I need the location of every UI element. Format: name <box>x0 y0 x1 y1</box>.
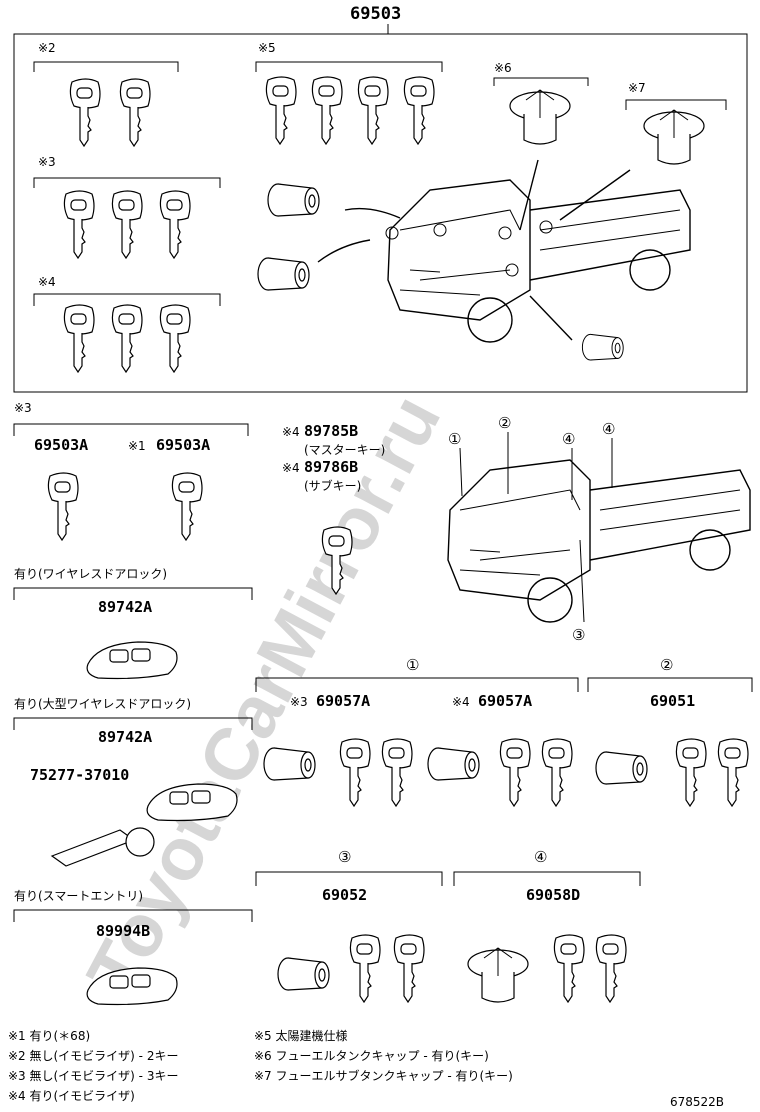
key-69503A-alt: 69503A <box>156 436 210 454</box>
note-6: ※6 フューエルタンクキャップ - 有り(キー) <box>254 1049 489 1063</box>
set-1-mark-b: ※4 <box>452 695 470 709</box>
group-mark-2: ※2 <box>38 41 56 55</box>
set-4-part: 69058D <box>526 886 580 904</box>
set-1-circle: ① <box>406 656 419 674</box>
top-part-number: 69503 <box>350 4 401 24</box>
sub-part: 89786B <box>304 458 358 476</box>
sub-desc: (サブキー) <box>304 478 361 493</box>
diagram-code: 678522B <box>670 1095 724 1109</box>
callout-1: ① <box>448 430 461 448</box>
wireless-remote <box>86 641 178 680</box>
group-mark-4: ※4 <box>38 275 56 289</box>
note-5: ※5 太陽建機仕様 <box>254 1028 348 1043</box>
note-7: ※7 フューエルサブタンクキャップ - 有り(キー) <box>254 1068 513 1083</box>
callout-4a: ④ <box>562 430 575 448</box>
key-b-prefix: ※1 <box>128 439 146 453</box>
note-2: ※2 無し(イモビライザ) - 2キー <box>8 1048 178 1063</box>
large-wireless-part: 89742A <box>98 728 152 746</box>
callout-4b: ④ <box>602 420 615 438</box>
set-2-circle: ② <box>660 656 673 674</box>
note-1: ※1 有り(＊68) <box>8 1029 90 1043</box>
set-1-mark-a: ※3 <box>290 695 308 709</box>
master-part: 89785B <box>304 422 358 440</box>
set-1-part-b: 69057A <box>478 692 532 710</box>
callout-2: ② <box>498 414 511 432</box>
wireless-label: 有り(ワイヤレスドアロック) <box>14 567 167 581</box>
master-desc: (マスターキー) <box>304 443 385 457</box>
master-mark: ※4 <box>282 425 300 439</box>
set-3-circle: ③ <box>338 848 351 866</box>
note-4: ※4 有り(イモビライザ) <box>8 1089 135 1103</box>
keychain-part: 75277-37010 <box>30 766 129 784</box>
group-mark-6: ※6 <box>494 61 512 75</box>
key-69503A: 69503A <box>34 436 88 454</box>
top-group-frame <box>13 33 748 393</box>
set-2-part: 69051 <box>650 692 695 710</box>
group-mark-5: ※5 <box>258 41 276 55</box>
left-mark-3: ※3 <box>14 401 32 415</box>
note-3: ※3 無し(イモビライザ) - 3キー <box>8 1068 178 1083</box>
sub-mark: ※4 <box>282 461 300 475</box>
callout-3: ③ <box>572 626 585 644</box>
set-3-part: 69052 <box>322 886 367 904</box>
group-mark-7: ※7 <box>628 81 646 95</box>
smart-label: 有り(スマートエントリ) <box>14 889 143 903</box>
set-1-part-a: 69057A <box>316 692 370 710</box>
large-wireless-label: 有り(大型ワイヤレスドアロック) <box>14 697 191 711</box>
door-cylinder-top <box>267 183 320 217</box>
watermark-text: ToyotaCarMirror.ru <box>71 382 456 1008</box>
group-mark-3: ※3 <box>38 155 56 169</box>
set-4-circle: ④ <box>534 848 547 866</box>
smart-part: 89994B <box>96 922 150 940</box>
wireless-part: 89742A <box>98 598 152 616</box>
